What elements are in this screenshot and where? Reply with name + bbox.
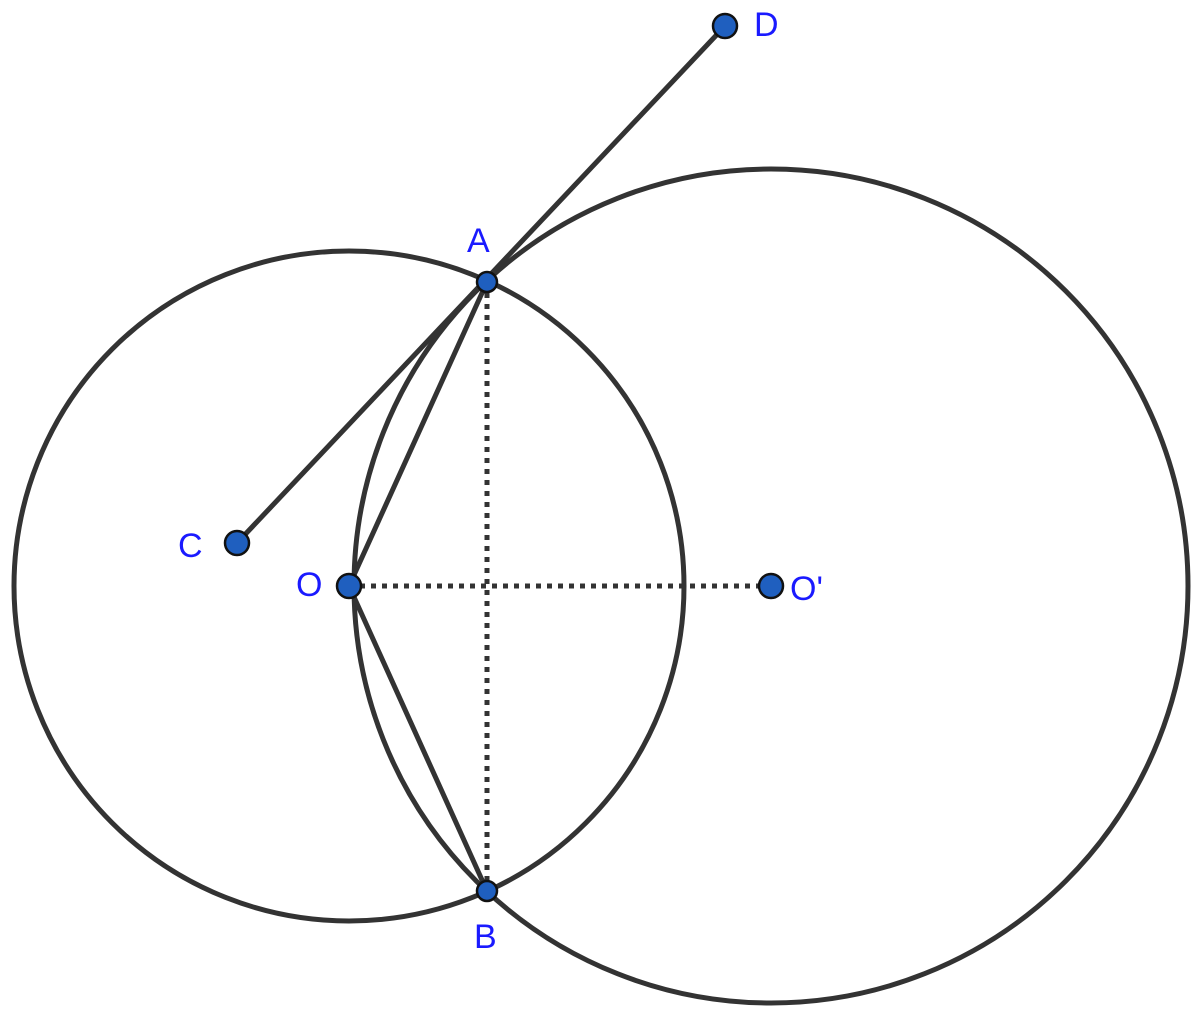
label-o: O: [296, 566, 322, 604]
label-b: B: [474, 918, 497, 956]
label-c: C: [178, 527, 203, 565]
segment-ob: [346, 583, 490, 894]
point-o: [335, 572, 363, 600]
segment-oa: [346, 279, 490, 589]
point-b: [475, 879, 499, 903]
label-a: A: [467, 222, 490, 260]
label-d: D: [754, 6, 779, 44]
point-o-prime: [757, 572, 785, 600]
point-d: [711, 12, 739, 40]
label-o-prime: O': [790, 570, 823, 608]
point-a: [475, 270, 499, 294]
point-c: [223, 529, 251, 557]
